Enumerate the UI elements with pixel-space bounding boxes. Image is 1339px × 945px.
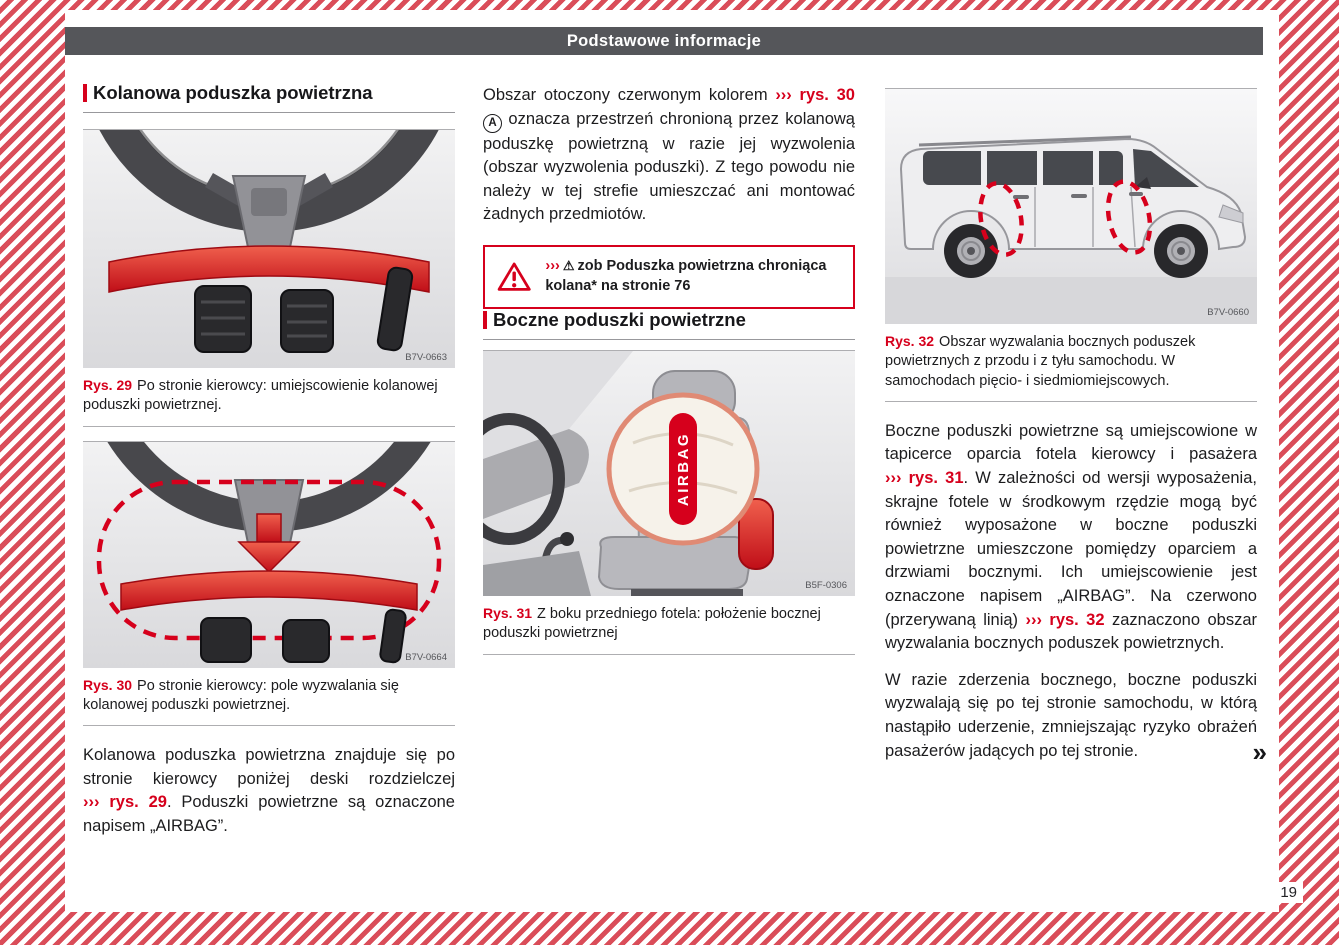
warning-text: ›››⚠zob Poduszka powietrzna chroniąca ko… (545, 258, 827, 294)
window-area (483, 350, 633, 459)
column-middle: Obszar otoczony czerwonym kolorem ››› ry… (483, 82, 855, 655)
van-illustration (899, 135, 1247, 278)
page-number: 19 (1274, 882, 1303, 903)
figure-rys32-image: B7V-0660 (885, 89, 1257, 324)
column-left: Kolanowa poduszka powietrzna (83, 82, 455, 839)
activation-area-outline (96, 479, 442, 640)
warning-triangle-icon (497, 262, 531, 291)
figure-code: B7V-0664 (405, 652, 447, 663)
rear-wheel (944, 224, 998, 278)
figure-label: Rys. 32 (885, 333, 935, 349)
figure-rys30-image: B7V-0664 (83, 441, 455, 668)
knee-airbag-band (108, 245, 430, 293)
section-heading-side-airbags: Boczne poduszki powietrzne (483, 309, 855, 340)
figure-code: B5F-0306 (805, 580, 847, 591)
airbag-label: AIRBAG (675, 432, 692, 506)
pedals (200, 608, 407, 663)
warning-inline-icon: ⚠ (562, 258, 575, 274)
cross-reference-rys29: ››› rys. 29 (83, 793, 167, 812)
ground (885, 277, 1257, 324)
figure-code: B7V-0663 (405, 352, 447, 363)
figure-code: B7V-0660 (1207, 307, 1249, 318)
figure-label: Rys. 29 (83, 377, 133, 393)
figure-label: Rys. 31 (483, 604, 533, 621)
front-wheel (1154, 224, 1208, 278)
cross-reference-rys30: ››› rys. 30 (775, 86, 855, 104)
page-title: Podstawowe informacje (566, 31, 762, 50)
pedals (194, 266, 414, 353)
section-heading-knee-airbag: Kolanowa poduszka powietrzna (83, 82, 455, 113)
knee-airbag-band (120, 569, 418, 611)
gear-lever (483, 531, 591, 596)
down-arrow-icon (237, 512, 301, 573)
figure-label: Rys. 30 (83, 676, 133, 693)
steering-wheel (99, 130, 439, 253)
figure-rys29-image: B7V-0663 (83, 130, 455, 368)
body-paragraph: Obszar otoczony czerwonym kolorem ››› ry… (483, 86, 855, 224)
warning-box: ›››⚠zob Poduszka powietrzna chroniąca ko… (483, 244, 855, 309)
body-paragraph: W razie zderzenia bocznego, boczne podus… (885, 670, 1257, 760)
airbag-zone-markers (978, 179, 1153, 257)
dashboard (483, 428, 589, 519)
cross-reference-rys32: ››› rys. 32 (1025, 610, 1105, 629)
steering-wheel (483, 412, 565, 545)
airbag-callout: AIRBAG (606, 392, 760, 546)
side-airbag-pad (738, 497, 774, 570)
content-area: Podstawowe informacje Kolanowa poduszka … (65, 10, 1279, 912)
circled-a-badge: A (483, 113, 502, 133)
body-paragraph: Kolanowa poduszka powietrzna znajduje si… (83, 746, 455, 835)
header-bar: Podstawowe informacje (65, 27, 1263, 55)
continuation-chevron: » (1252, 737, 1267, 768)
body-paragraph: Boczne poduszki powietrzne są umiejscowi… (885, 421, 1257, 653)
figure-rys31-image: AIRBAG B5F-0306 (483, 350, 855, 596)
cross-reference-rys31: ››› rys. 31 (885, 469, 964, 488)
